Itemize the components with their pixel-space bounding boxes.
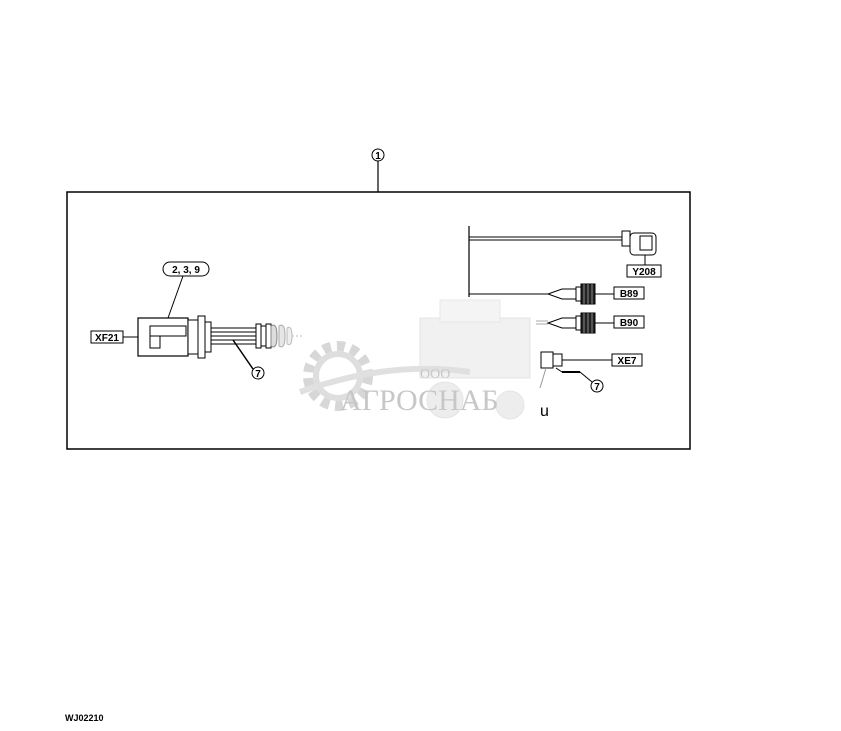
label-y208: Y208 xyxy=(632,267,656,278)
connector-xf21: XF21 xyxy=(90,315,304,359)
callout-connector-parts: 2, 3, 9 xyxy=(162,261,210,319)
watermark-prefix: ООО xyxy=(420,367,450,382)
callout-main: 1 xyxy=(371,148,385,192)
watermark-suffix: u xyxy=(540,403,549,420)
watermark-swoosh xyxy=(298,365,471,395)
sensor-b90: B90 xyxy=(536,312,645,334)
label-b90: B90 xyxy=(620,318,639,329)
callout-wire-right: 7 xyxy=(579,371,604,393)
figure-id: WJ02210 xyxy=(65,713,104,723)
svg-text:2, 3, 9: 2, 3, 9 xyxy=(172,265,200,276)
callout-wire-left: 7 xyxy=(232,339,265,380)
branch-harness xyxy=(468,226,622,297)
connector-y208: Y208 xyxy=(621,230,662,278)
harness-frame xyxy=(66,191,691,450)
connector-xe7: XE7 xyxy=(539,351,643,389)
label-xe7: XE7 xyxy=(618,356,637,367)
sensor-b89: B89 xyxy=(546,283,645,305)
watermark: ООО АГРОСНАБ xyxy=(298,299,531,420)
svg-text:7: 7 xyxy=(255,369,261,380)
label-xf21: XF21 xyxy=(95,333,119,344)
svg-text:7: 7 xyxy=(594,382,600,393)
watermark-company-name: АГРОСНАБ xyxy=(340,384,499,417)
label-b89: B89 xyxy=(620,289,639,300)
svg-text:1: 1 xyxy=(375,151,381,162)
